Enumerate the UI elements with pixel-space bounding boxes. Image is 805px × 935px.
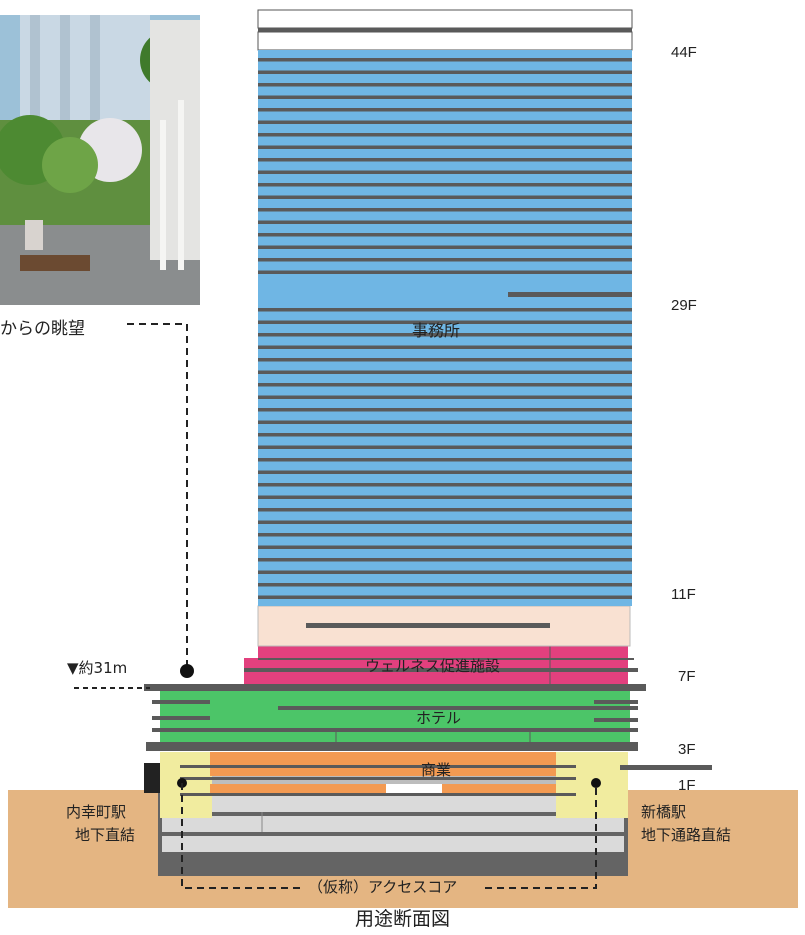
- office-floor-slab: [258, 558, 632, 562]
- office-floor-slab: [258, 345, 632, 349]
- basement-floor-b2: [162, 816, 624, 832]
- office-floor-slab: [258, 233, 632, 237]
- office-floor-slab: [258, 245, 632, 249]
- station-left-line2: 地下直結: [75, 826, 136, 844]
- office-floor-slab: [258, 308, 632, 312]
- office-floor-slab: [258, 533, 632, 537]
- office-floor-slab: [258, 470, 632, 474]
- station-right-line1: 新橋駅: [641, 803, 687, 821]
- access-core-leader: [181, 783, 597, 889]
- office-floor-slab: [258, 358, 632, 362]
- office-floor-slab: [258, 583, 632, 587]
- office-floor-slab: [258, 320, 632, 324]
- wellness-block: [144, 646, 646, 691]
- figure-title: 用途断面図: [355, 908, 451, 930]
- photo-caption: からの眺望: [0, 319, 85, 339]
- access-core-dot-right: [591, 778, 601, 788]
- office-floor-slab: [258, 395, 632, 399]
- floor-label-3f: 3F: [678, 741, 696, 758]
- office-floor-slab: [258, 383, 632, 387]
- office-floor-slab: [258, 445, 632, 449]
- office-floor-slab: [258, 145, 632, 149]
- office-floor-slab: [258, 595, 632, 599]
- office-floor-slab: [258, 70, 632, 74]
- office-floor-slab: [258, 158, 632, 162]
- office-floor-slab: [258, 108, 632, 112]
- zone-label-hotel: ホテル: [416, 709, 462, 727]
- office-floor-slab: [258, 220, 632, 224]
- hotel-block: [146, 686, 638, 751]
- office-floor-slab: [258, 483, 632, 487]
- zone-label-office: 事務所: [412, 321, 461, 340]
- floor-label-29f: 29F: [671, 297, 697, 314]
- office-floor-slab: [258, 420, 632, 424]
- elevation-marker-label: ▼約31m: [67, 659, 128, 677]
- office-floor-slab: [258, 258, 632, 262]
- basement-floor-b1: [162, 796, 624, 812]
- office-floor-slab: [258, 170, 632, 174]
- office-floor-slab: [258, 95, 632, 99]
- access-core-label: （仮称）アクセスコア: [308, 878, 458, 896]
- station-right-line2: 地下通路直結: [641, 826, 732, 844]
- office-floor-slab: [258, 183, 632, 187]
- office-floor-slab: [258, 208, 632, 212]
- office-floor-slab: [258, 545, 632, 549]
- office-tower: [257, 9, 633, 606]
- terrace-photo: [0, 15, 200, 305]
- office-floor-slab: [258, 195, 632, 199]
- floor-label-1f: 1F: [678, 777, 696, 794]
- office-floor-slab: [258, 520, 632, 524]
- office-floor-slab: [258, 333, 632, 337]
- station-left-line1: 内幸町駅: [66, 803, 127, 821]
- retail-podium: [144, 752, 712, 818]
- floor-label-11f: 11F: [671, 586, 696, 603]
- office-floor-slab: [258, 508, 632, 512]
- office-floor-slab: [258, 495, 632, 499]
- office-floor-slab: [258, 270, 632, 274]
- office-floor-slab: [258, 58, 632, 62]
- office-floor-slab: [258, 133, 632, 137]
- office-floor-slab: [258, 433, 632, 437]
- floor-label-44f: 44F: [671, 44, 697, 61]
- photo-leader-line: [127, 323, 188, 670]
- office-floor-slab: [258, 570, 632, 574]
- office-floor-slab: [258, 458, 632, 462]
- office-floor-slab: [258, 408, 632, 412]
- basement-floor-b3: [162, 836, 624, 852]
- elevation-dot: [180, 664, 194, 678]
- zone-label-wellness: ウェルネス促進施設: [365, 657, 501, 675]
- office-floor-slab: [258, 370, 632, 374]
- office-floor-slab: [258, 83, 632, 87]
- zone-label-retail: 商業: [421, 761, 452, 779]
- floor-label-7f: 7F: [678, 668, 696, 685]
- office-floor-slab: [258, 120, 632, 124]
